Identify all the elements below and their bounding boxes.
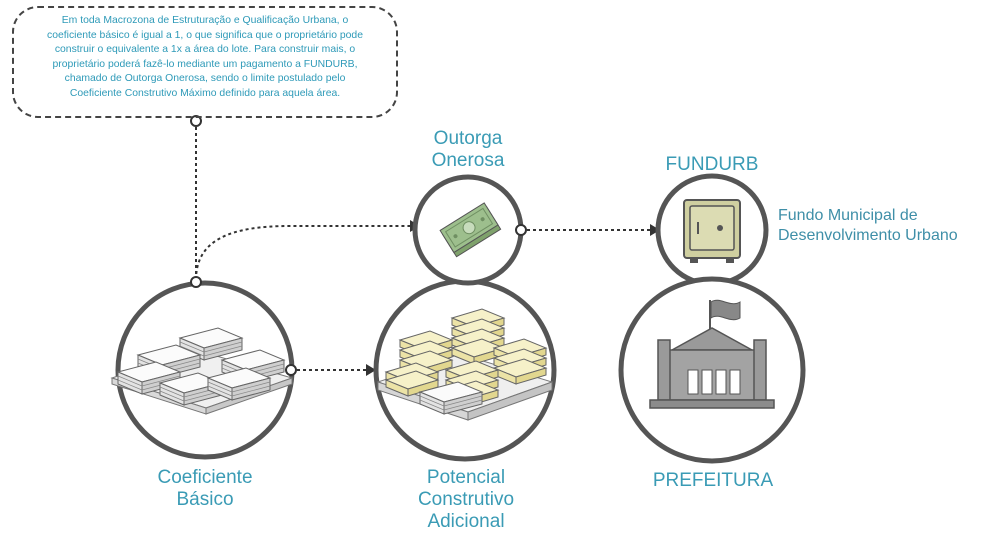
note-line-6: Coeficiente Construtivo Máximo definido … [69,87,341,99]
label-coeficiente-basico: Coeficiente Básico [130,467,280,511]
building-blocks-tall-icon [376,308,554,421]
label-fundo-line-1: Fundo Municipal de [778,207,918,224]
city-hall-icon [649,299,775,409]
label-pot-line-3: Adicional [427,511,505,532]
arrow-to-potencial [366,364,376,376]
note-line-2: coeficiente básico é igual a 1, o que si… [47,29,363,41]
safe-icon [683,199,741,263]
label-pot-line-1: Potencial [426,467,506,488]
label-coef-line-2: Básico [176,489,234,510]
building-blocks-low-icon [110,327,294,415]
label-outorga-onerosa: Outorga Onerosa [400,128,536,172]
arrow-to-fundurb [650,224,660,236]
node-outorga-right [515,224,527,236]
node-coef-right [285,364,297,376]
label-fundurb: FUNDURB [665,154,759,175]
node-coef-top [190,276,202,288]
note-line-4: proprietário poderá fazê-lo mediante um … [52,58,358,70]
label-outorga-line-2: Onerosa [431,150,505,171]
connector-coef-to-outorga [195,225,410,281]
note-line-3: construir o equivalente a 1x a área do l… [54,44,356,55]
label-coef-line-1: Coeficiente [157,467,253,488]
money-bill-icon [439,202,502,258]
label-potencial-construtivo: Potencial Construtivo Adicional [396,467,536,533]
label-outorga-line-1: Outorga [433,128,503,149]
label-pot-line-2: Construtivo [417,489,515,510]
label-fundo-line-2: Desenvolvimento Urbano [778,227,958,244]
label-fundo-municipal: Fundo Municipal de Desenvolvimento Urban… [778,206,998,246]
label-prefeitura: PREFEITURA [652,470,774,491]
note-line-1: Em toda Macrozona de Estruturação e Qual… [61,15,349,26]
note-line-5: chamado de Outorga Onerosa, sendo o limi… [64,73,346,84]
explanation-note: Em toda Macrozona de Estruturação e Qual… [12,6,398,118]
